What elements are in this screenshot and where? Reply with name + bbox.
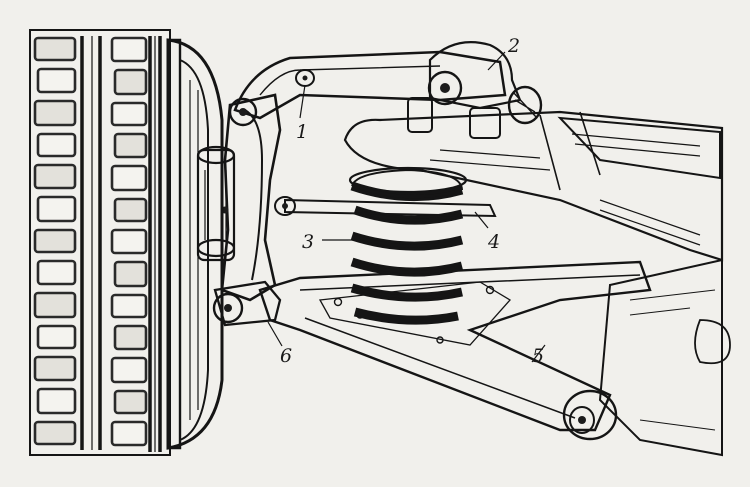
tread-block [36,387,77,415]
tread-block [33,355,77,382]
tire-tread-right [110,36,148,447]
lower-ball-joint [212,280,282,327]
tread-block [110,164,148,192]
coil-spring [348,166,468,325]
tread-block [110,228,148,255]
shock-absorber [274,196,497,218]
tread-block [33,99,77,127]
tire [29,29,171,456]
lower-arm-bushing [562,389,618,441]
frame-lower [598,258,731,457]
tread-block [36,67,77,94]
brake-drum [166,38,224,450]
callout-6: 6 [280,345,292,367]
tread-block [110,420,148,447]
tread-block [33,228,77,254]
tread-block [113,68,148,96]
tread-block [113,197,148,223]
leader-line-2 [487,51,506,71]
tread-block [33,36,77,62]
tread-block [33,163,77,190]
tread-block [110,293,148,319]
tread-block [113,132,148,159]
frame-crossmember [343,110,724,262]
tread-block [110,36,148,63]
tread-block [36,132,77,158]
tread-block [36,259,77,286]
leader-line-1 [299,84,306,119]
tread-block [113,260,148,288]
callout-2: 2 [507,35,520,57]
leader-line-6 [267,321,283,347]
leader-line-4 [474,211,489,229]
tread-block [36,195,77,223]
tread-block [33,420,77,446]
tread-block [110,356,148,384]
callout-5: 5 [532,345,544,367]
leader-line-5 [531,344,546,363]
tread-block [110,101,148,127]
steering-knuckle [220,93,282,302]
tread-block [113,389,148,415]
tire-tread-left [33,36,77,446]
tread-block [36,324,77,350]
upper-arm-pivot-shaft [407,41,543,139]
leader-lines [267,51,546,363]
callout-4: 4 [487,231,500,253]
callout-3: 3 [302,231,314,253]
tread-block [113,324,148,351]
tread-block [33,291,77,319]
callout-1: 1 [296,121,308,143]
